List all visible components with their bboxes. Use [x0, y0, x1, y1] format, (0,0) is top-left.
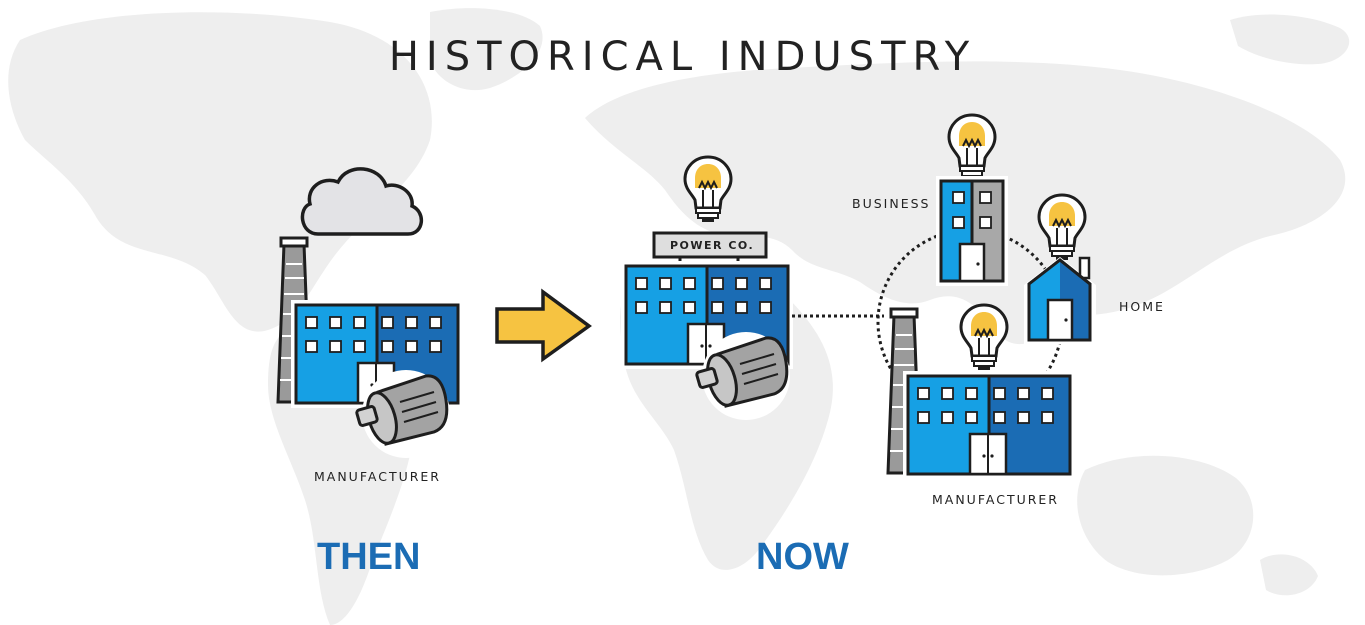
then-manufacturer-label: MANUFACTURER [314, 469, 441, 484]
now-manufacturer-label: MANUFACTURER [932, 492, 1059, 507]
business-label: BUSINESS [852, 196, 931, 211]
then-heading: THEN [317, 536, 421, 578]
home-label: HOME [1119, 299, 1165, 314]
page-title: HISTORICAL INDUSTRY [388, 34, 977, 80]
power-co-label: POWER CO. [670, 239, 755, 252]
then-to-now-arrow [495, 288, 592, 363]
now-heading: NOW [756, 536, 849, 578]
then-cloud [300, 167, 423, 236]
manufacturer-lightbulb-icon [959, 303, 1009, 372]
now-manufacturer-building [903, 371, 1075, 479]
home-house [1024, 256, 1096, 344]
business-building [936, 176, 1008, 286]
